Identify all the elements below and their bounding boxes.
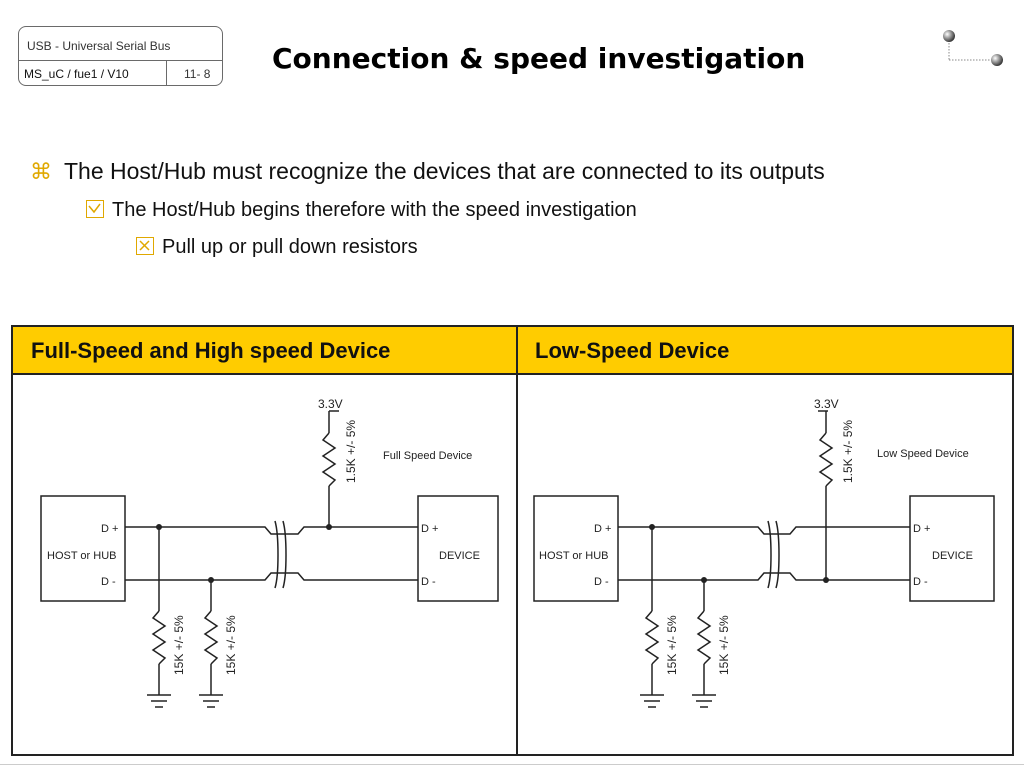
- fs-host-dplus: D +: [101, 523, 118, 535]
- fs-pullup-label: 1.5K +/- 5%: [344, 420, 358, 483]
- ls-pulldown1-label: 15K +/- 5%: [665, 615, 679, 675]
- footer-line: [0, 764, 1024, 765]
- ls-host-label: HOST or HUB: [539, 550, 608, 562]
- page-number: 11- 8: [184, 67, 211, 81]
- info-box-divider-vertical: [166, 60, 167, 85]
- ls-pullup-label: 1.5K +/- 5%: [841, 420, 855, 483]
- bullet-text-1: The Host/Hub must recognize the devices …: [64, 158, 825, 184]
- ls-device-dplus: D +: [913, 523, 930, 535]
- fs-device-label: DEVICE: [439, 550, 480, 562]
- ls-host-dplus: D +: [594, 523, 611, 535]
- fs-host-dminus: D -: [101, 576, 116, 588]
- info-box-divider: [19, 60, 222, 61]
- fs-device-dplus: D +: [421, 523, 438, 535]
- checkbox-check-icon: [86, 200, 104, 218]
- bullet-level-3: Pull up or pull down resistors: [136, 236, 418, 259]
- course-code: MS_uC / fue1 / V10: [24, 67, 129, 81]
- ls-pulldown2-label: 15K +/- 5%: [717, 615, 731, 675]
- fs-supply-label: 3.3V: [318, 397, 343, 411]
- speed-comparison-table: Full-Speed and High speed Device Low-Spe…: [11, 325, 1014, 756]
- column-header-full-speed: Full-Speed and High speed Device: [31, 338, 391, 363]
- table-header: Full-Speed and High speed Device Low-Spe…: [13, 327, 1012, 375]
- full-speed-diagram: 3.3V 1.5K +/- 5% Full Speed Device D + H…: [13, 375, 516, 754]
- fs-pulldown2-label: 15K +/- 5%: [224, 615, 238, 675]
- logo-icon: [943, 30, 1003, 66]
- column-separator: [516, 327, 518, 754]
- ls-host-dminus: D -: [594, 576, 609, 588]
- ls-device-dminus: D -: [913, 576, 928, 588]
- course-subject: USB - Universal Serial Bus: [27, 39, 171, 53]
- column-header-low-speed: Low-Speed Device: [535, 338, 730, 363]
- bullet-text-3: Pull up or pull down resistors: [162, 236, 418, 258]
- bullet-level-1: ⌘ The Host/Hub must recognize the devices…: [30, 158, 825, 185]
- header-info-box: USB - Universal Serial Bus MS_uC / fue1 …: [18, 26, 223, 86]
- fs-device-caption: Full Speed Device: [383, 450, 472, 462]
- bullet-level-2: The Host/Hub begins therefore with the s…: [86, 199, 637, 222]
- fs-device-dminus: D -: [421, 576, 436, 588]
- checkbox-cross-icon: [136, 237, 154, 255]
- fs-host-label: HOST or HUB: [47, 550, 116, 562]
- ls-supply-label: 3.3V: [814, 397, 839, 411]
- ls-device-label: DEVICE: [932, 550, 973, 562]
- low-speed-diagram: 3.3V 1.5K +/- 5% Low Speed Device D + HO…: [518, 375, 1014, 754]
- slide-title: Connection & speed investigation: [272, 42, 806, 75]
- fs-pulldown1-label: 15K +/- 5%: [172, 615, 186, 675]
- ls-device-caption: Low Speed Device: [877, 448, 969, 460]
- command-icon: ⌘: [30, 159, 52, 184]
- bullet-text-2: The Host/Hub begins therefore with the s…: [112, 199, 637, 221]
